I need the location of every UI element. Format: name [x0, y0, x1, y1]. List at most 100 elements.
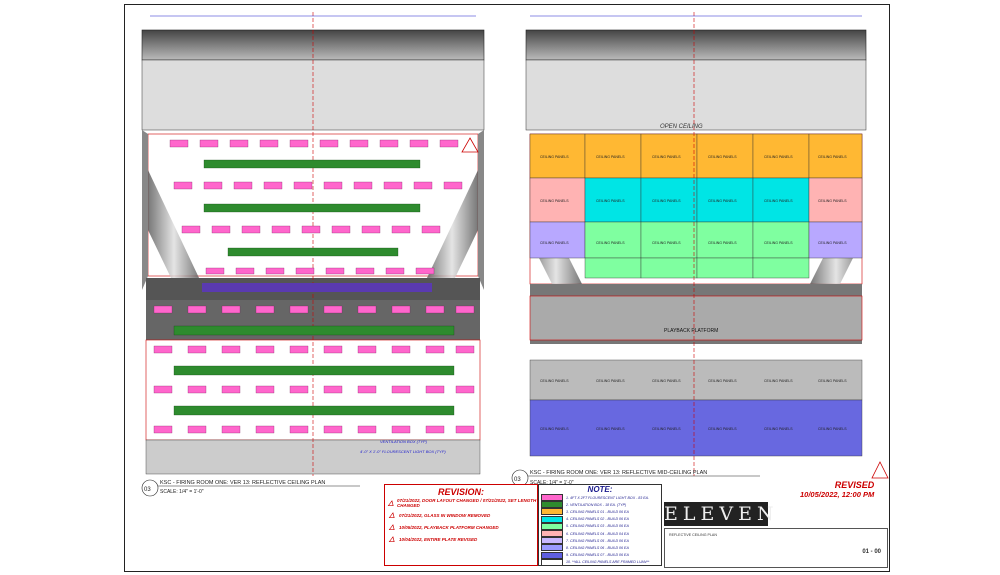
light-box	[425, 305, 445, 314]
light-box	[169, 139, 189, 148]
legend-swatch	[541, 508, 563, 516]
revision-triangle-icon: △	[389, 524, 395, 531]
legend-swatch	[541, 501, 563, 509]
light-box	[235, 267, 255, 275]
playback-platform-label: PLAYBACK PLATFORM	[664, 328, 718, 334]
light-box	[425, 425, 445, 434]
left-plan-title-text: KSC - FIRING ROOM ONE: VER 13: REFLECTIV…	[160, 480, 325, 486]
legend-swatch	[541, 515, 563, 523]
callout-ventilation: VENTILATION BOX (TYP)	[380, 439, 428, 444]
light-box	[173, 181, 193, 190]
panel-label: CEILING PANELS	[818, 379, 847, 383]
light-box	[455, 305, 475, 314]
legend-swatch	[541, 494, 563, 502]
light-box	[187, 385, 207, 394]
legend-swatch	[541, 551, 563, 559]
light-box	[357, 385, 377, 394]
panel-label: CEILING PANELS	[596, 379, 625, 383]
ceiling-panel	[584, 257, 642, 279]
light-box	[221, 345, 241, 354]
legend-swatch	[541, 522, 563, 530]
panel-label: CEILING PANELS	[596, 199, 625, 203]
title-block-label: REFLECTIVE CEILING PLAN	[669, 533, 717, 537]
revised-label: REVISED	[834, 480, 875, 490]
light-box	[379, 139, 399, 148]
panel-label: CEILING PANELS	[540, 241, 569, 245]
note-item: 7. CEILING PANELS 05 - BUILD 06 EA	[539, 537, 661, 545]
panel-label: CEILING PANELS	[596, 427, 625, 431]
light-box	[323, 345, 343, 354]
panel-label: CEILING PANELS	[652, 427, 681, 431]
light-box	[323, 425, 343, 434]
light-box	[255, 425, 275, 434]
light-box	[295, 267, 315, 275]
light-box	[265, 267, 285, 275]
note-item: 1. 4FT X 2FT FLOURESCENT LIGHT BOX - 83 …	[539, 494, 661, 502]
revision-triangle-icon: △	[389, 536, 395, 543]
open-ceiling-label: OPEN CEILING	[660, 124, 703, 130]
light-box	[323, 385, 343, 394]
light-box	[425, 345, 445, 354]
panel-label: CEILING PANELS	[708, 427, 737, 431]
light-box	[181, 225, 201, 234]
light-box	[353, 181, 373, 190]
light-box	[391, 225, 411, 234]
light-box	[153, 385, 173, 394]
light-box	[289, 345, 309, 354]
light-box	[263, 181, 283, 190]
revision-triangle-icon: △	[388, 500, 394, 507]
ceiling-panel	[696, 133, 754, 179]
light-box	[409, 139, 429, 148]
light-box	[241, 225, 261, 234]
left-light-boxes	[153, 139, 475, 434]
light-box	[421, 225, 441, 234]
title-block: REFLECTIVE CEILING PLAN 01 - 00	[664, 528, 888, 568]
revision-block: REVISION: △07/21/2022, DOOR LAYOUT CHANG…	[384, 484, 538, 566]
note-item: 6. CEILING PANELS 04 - BUILD 04 EA	[539, 530, 661, 538]
panel-label: CEILING PANELS	[540, 155, 569, 159]
revised-date: 10/05/2022, 12:00 PM	[800, 490, 875, 499]
revision-item: △07/21/2022, DOOR LAYOUT CHANGED / 07/21…	[385, 497, 537, 509]
light-box	[289, 139, 309, 148]
right-ceiling-panels	[529, 133, 863, 279]
note-item: 8. CEILING PANELS 06 - BUILD 06 EA	[539, 544, 661, 552]
light-box	[187, 425, 207, 434]
note-legend: NOTE: 1. 4FT X 2FT FLOURESCENT LIGHT BOX…	[538, 484, 662, 566]
note-item: 9. CEILING PANELS 07 - BUILD 06 EA	[539, 551, 661, 559]
legend-swatch	[541, 537, 563, 545]
legend-swatch	[541, 558, 563, 566]
light-box	[323, 181, 343, 190]
revision-triangle-icon: △	[389, 512, 395, 519]
panel-label: CEILING PANELS	[596, 155, 625, 159]
note-item: 2. VENTILATION BOX - 18 EA. (TYP)	[539, 501, 661, 509]
sheet-number: 01 - 00	[862, 549, 881, 555]
ceiling-panel	[584, 221, 642, 259]
left-plan-scale: SCALE: 1/4" = 1'-0"	[160, 489, 204, 495]
left-plan-number: 03	[144, 487, 151, 493]
light-box	[391, 385, 411, 394]
ceiling-panel	[752, 221, 810, 259]
panel-label: CEILING PANELS	[764, 427, 793, 431]
light-box	[153, 345, 173, 354]
panel-label: CEILING PANELS	[764, 199, 793, 203]
revision-item: △10/05/2022, PLAYBACK PLATFORM CHANGED	[385, 521, 537, 533]
light-box	[221, 425, 241, 434]
panel-label: CEILING PANELS	[652, 199, 681, 203]
eleven-logo: ELEVEN	[664, 502, 779, 526]
panel-label: CEILING PANELS	[540, 379, 569, 383]
panel-label: CEILING PANELS	[652, 155, 681, 159]
left-plan	[141, 12, 485, 476]
light-box	[357, 345, 377, 354]
light-box	[255, 305, 275, 314]
revision-item: △10/04/2022, ENTIRE PLATE REVISED	[385, 533, 537, 545]
ceiling-panel	[640, 177, 698, 223]
right-plan-scale: SCALE: 1/4" = 1'-0"	[530, 480, 574, 486]
light-box	[221, 305, 241, 314]
light-box	[349, 139, 369, 148]
panel-label: CEILING PANELS	[818, 155, 847, 159]
light-box	[199, 139, 219, 148]
panel-label: CEILING PANELS	[708, 241, 737, 245]
ceiling-panel	[640, 257, 698, 279]
panel-label: CEILING PANELS	[764, 379, 793, 383]
panel-label: CEILING PANELS	[818, 199, 847, 203]
